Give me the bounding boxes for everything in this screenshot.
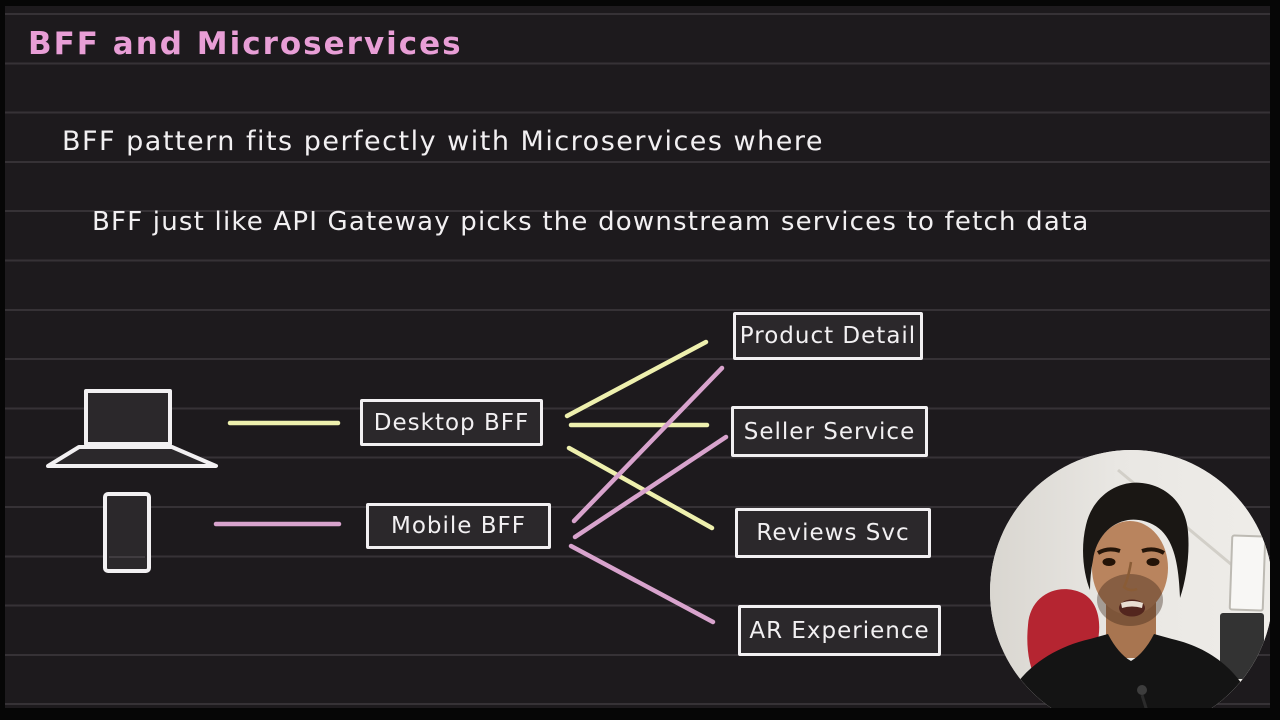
note-line-1: BFF pattern fits perfectly with Microser… bbox=[62, 126, 824, 157]
note-line-2: BFF just like API Gateway picks the down… bbox=[92, 207, 1090, 237]
page-title: BFF and Microservices bbox=[28, 26, 463, 62]
laptop-base bbox=[46, 445, 218, 468]
edge-mobile-bff-product-detail bbox=[571, 365, 725, 524]
presenter-illustration bbox=[990, 450, 1273, 720]
phone-body bbox=[103, 492, 151, 573]
laptop-icon bbox=[46, 389, 218, 468]
node-reviews-svc: Reviews Svc bbox=[735, 508, 931, 558]
edge-desktop-bff-reviews-svc bbox=[566, 445, 715, 531]
microphone-icon bbox=[1137, 685, 1147, 695]
presenter-webcam bbox=[990, 450, 1273, 720]
node-mobile-bff-label: Mobile BFF bbox=[391, 513, 526, 539]
node-desktop-bff-label: Desktop BFF bbox=[373, 409, 530, 436]
node-seller-service: Seller Service bbox=[731, 406, 928, 457]
edge-mobile-bff-ar-experience bbox=[568, 543, 716, 625]
node-ar-experience-label: AR Experience bbox=[749, 617, 930, 644]
edge-desktop-bff-product-detail bbox=[564, 339, 709, 419]
laptop-screen bbox=[84, 389, 172, 446]
wall-whiteboard bbox=[1228, 534, 1267, 612]
frame-bar-top bbox=[0, 0, 1280, 6]
presenter-nose bbox=[1122, 561, 1138, 592]
frame-bar-right bbox=[1270, 0, 1280, 720]
edge-mobile-bff-seller-service bbox=[572, 434, 729, 540]
presenter-teeth bbox=[1121, 601, 1143, 608]
presenter-eyebrow-left bbox=[1096, 547, 1121, 555]
node-product-detail-label: Product Detail bbox=[739, 323, 917, 349]
smartphone-icon bbox=[103, 492, 151, 573]
ruled-notebook-background bbox=[5, 6, 1270, 708]
presenter-shirt bbox=[998, 634, 1259, 720]
presenter-hair bbox=[1083, 482, 1189, 598]
node-seller-service-label: Seller Service bbox=[743, 418, 916, 445]
presenter-eye-left bbox=[1102, 558, 1116, 566]
presenter-eyebrow-right bbox=[1141, 547, 1166, 555]
node-desktop-bff: Desktop BFF bbox=[360, 399, 543, 446]
node-mobile-bff: Mobile BFF bbox=[366, 503, 551, 549]
node-product-detail: Product Detail bbox=[733, 312, 923, 360]
node-ar-experience: AR Experience bbox=[738, 605, 941, 656]
frame-bar-bottom bbox=[0, 708, 1280, 720]
frame-bar-left bbox=[0, 0, 5, 720]
dark-monitor bbox=[1220, 613, 1264, 679]
presenter-eye-right bbox=[1146, 558, 1160, 566]
node-reviews-svc-label: Reviews Svc bbox=[756, 520, 910, 546]
